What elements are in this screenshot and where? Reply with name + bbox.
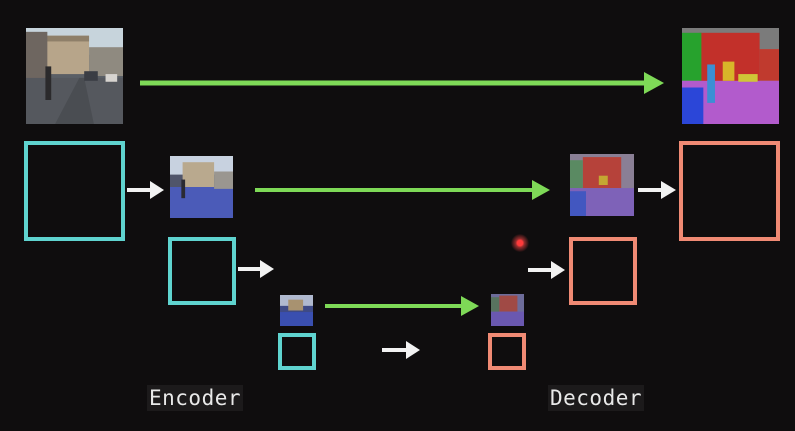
skip-connection-arrow-level-1 — [255, 180, 550, 200]
output-segmentation-image — [682, 28, 779, 124]
decoder-block-level-2 — [569, 237, 637, 305]
encoder-feature-image-level-2 — [170, 156, 233, 218]
street-photo-graphic — [280, 295, 313, 326]
segmentation-graphic — [682, 28, 779, 124]
decoder-block-level-1 — [679, 141, 780, 241]
decoder-feature-image-level-2 — [570, 154, 634, 216]
street-photo-graphic — [26, 28, 123, 124]
decoder-block-level-3 — [488, 333, 526, 370]
segmentation-graphic — [491, 294, 524, 326]
encoder-block-level-1 — [24, 141, 125, 241]
encoder-block-level-3 — [278, 333, 316, 370]
flow-arrow-decoder-1 — [638, 181, 676, 199]
input-image — [26, 28, 123, 124]
encoder-feature-image-level-3 — [280, 295, 313, 326]
flow-arrow-encoder-2 — [238, 260, 274, 278]
encoder-label: Encoder — [147, 385, 244, 411]
street-photo-graphic — [170, 156, 233, 218]
pointer-cursor-icon — [511, 234, 529, 252]
flow-arrow-decoder-2 — [528, 261, 565, 279]
encoder-block-level-2 — [168, 237, 236, 305]
decoder-label: Decoder — [548, 385, 645, 411]
flow-arrow-encoder-1 — [127, 181, 164, 199]
skip-connection-arrow-level-0 — [140, 72, 664, 94]
skip-connection-arrow-level-2 — [325, 296, 479, 316]
flow-arrow-bottleneck — [382, 341, 420, 359]
decoder-feature-image-level-3 — [491, 294, 524, 326]
segmentation-graphic — [570, 154, 634, 216]
